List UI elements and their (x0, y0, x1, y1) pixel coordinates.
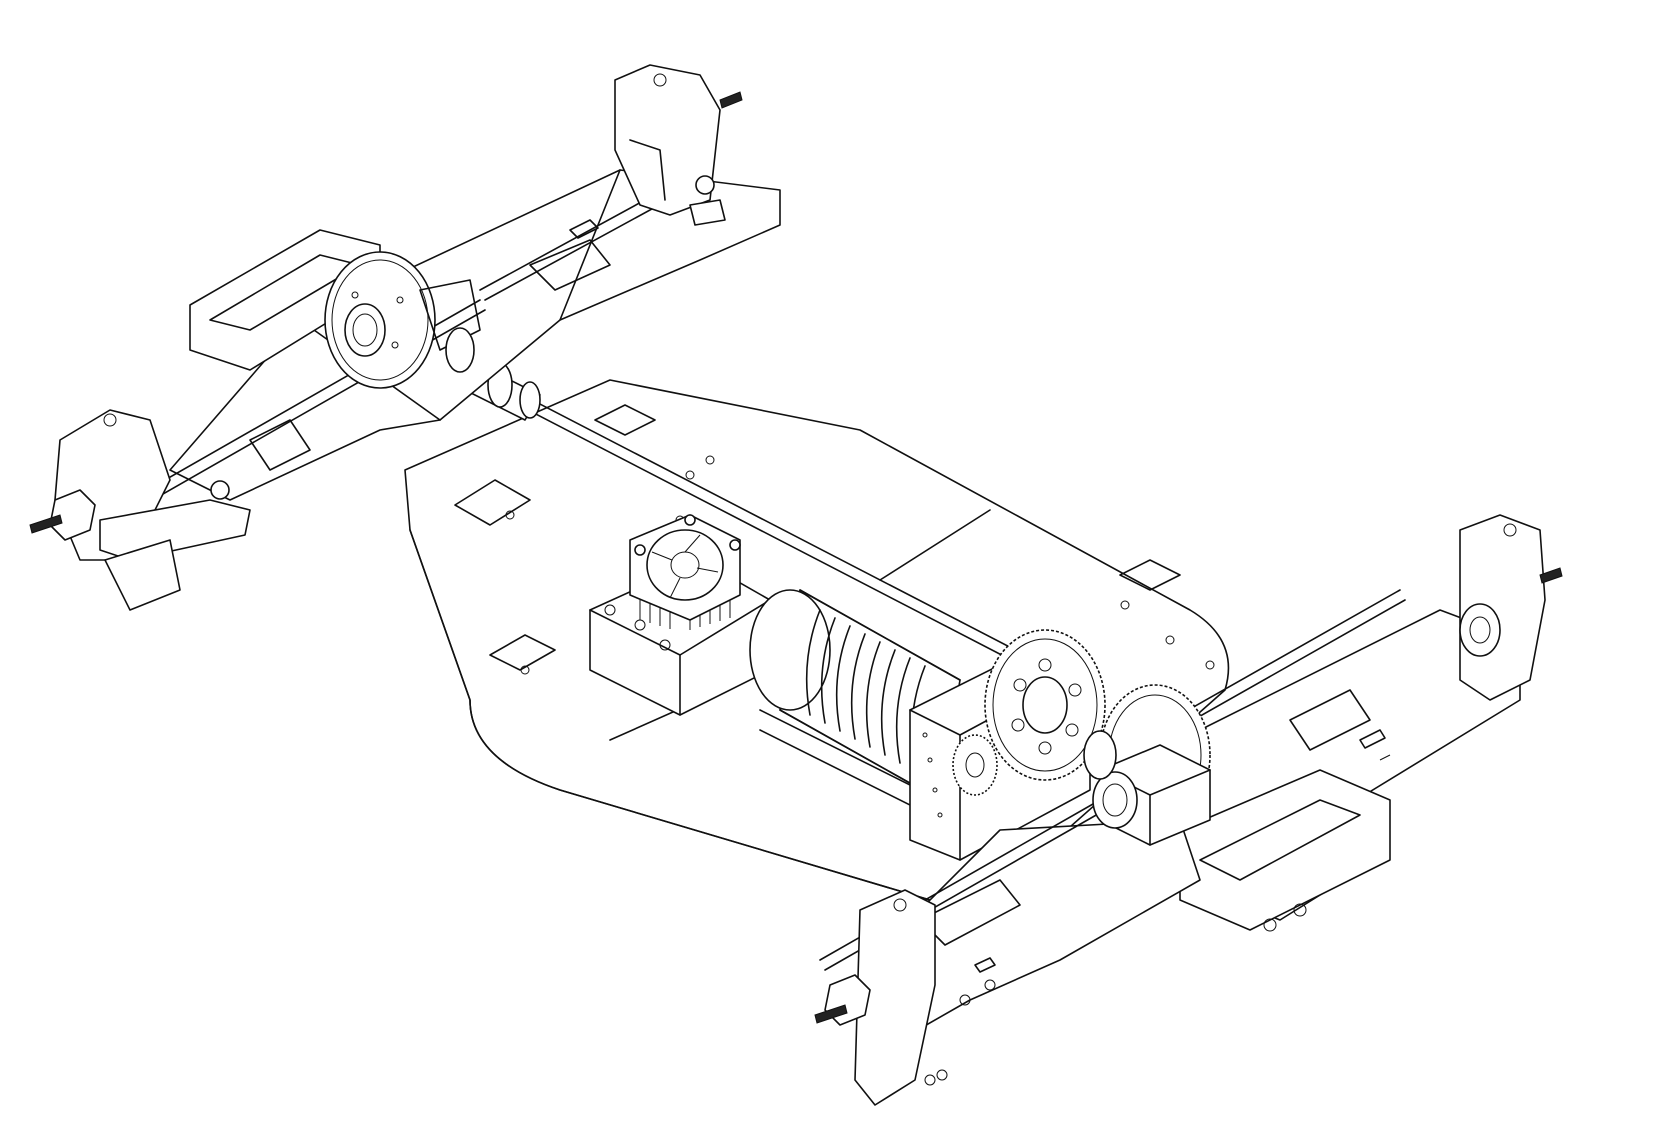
spur-gear-transmission (909, 629, 1106, 861)
front-differential (324, 251, 481, 389)
rear-hub-carrier-left (814, 889, 948, 1106)
rear-axle-assembly (819, 589, 1521, 1041)
steering-knuckle-front-left (29, 409, 251, 611)
esc-with-cooling-fan (589, 514, 771, 716)
steering-knuckle-front-right (614, 64, 743, 226)
rear-differential (1083, 684, 1211, 846)
motor-plate-dots (922, 732, 943, 818)
rear-hub-carrier-right (1459, 514, 1563, 701)
plate-slots (454, 404, 1181, 671)
